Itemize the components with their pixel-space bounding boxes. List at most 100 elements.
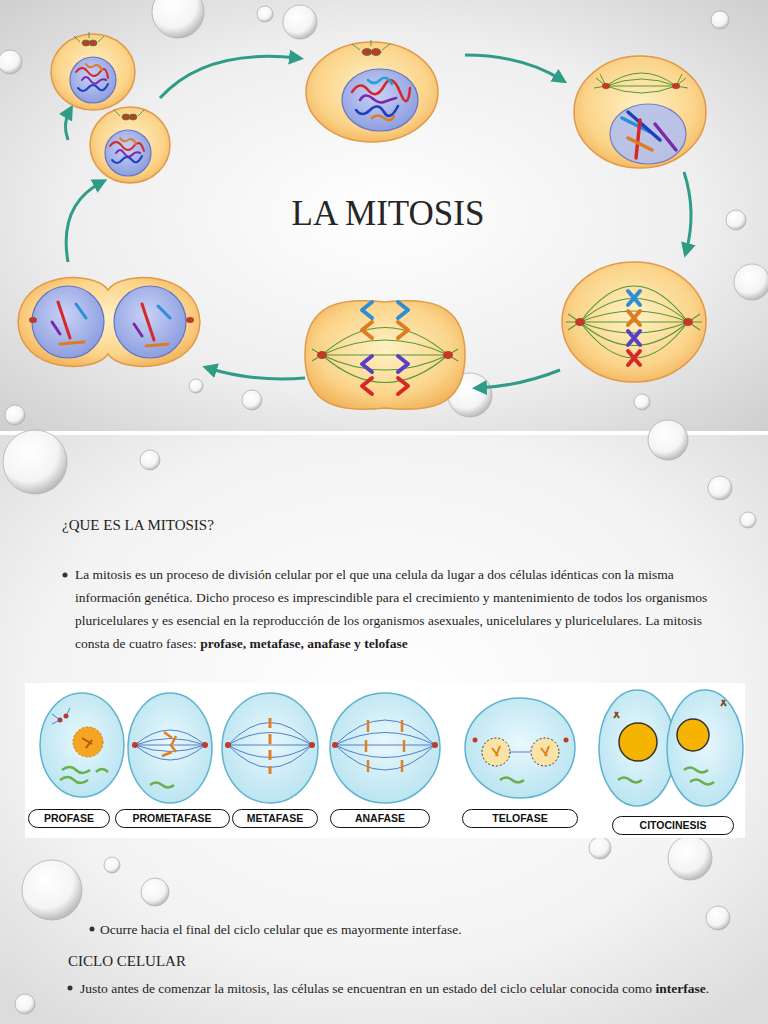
prometaphase-cell [594,74,688,88]
citocinesis-cells [667,690,743,806]
profase-cell [82,738,92,748]
centrosome [114,110,144,120]
profase-cell [60,767,108,783]
anaphase-cell [398,378,408,394]
prometafase-cell [150,783,174,788]
anaphase-cell [312,328,458,383]
telofase-cell [465,698,575,798]
water-drops [740,512,756,528]
slide-title: LA MITOSIS [208,194,568,234]
anaphase-cell [305,301,465,410]
prometafase-cell [128,693,212,803]
cycle-arrows [684,172,691,252]
telofase-cell [510,752,530,753]
water-drops [257,6,273,22]
profase-cell [73,727,103,757]
prophase-cell [352,78,410,120]
prometaphase-cell [672,83,680,89]
bullets [68,986,73,991]
interphase-cell-b [110,142,144,151]
prometaphase-cell [574,56,706,168]
anaphase-cell [362,302,372,318]
bold-text: interfase [655,981,705,996]
telophase-cells [29,317,37,323]
phase-label: METAFASE [232,809,318,828]
centrosome [371,49,381,56]
metafase-cell [269,718,272,774]
text: CICLO CELULAR [68,953,186,969]
interphase-cell-a [51,34,135,110]
anaphase-cell [362,378,372,394]
metaphase-cell [628,351,640,365]
phase-name: ANAFASE [339,812,421,825]
telophase-cells [114,286,186,358]
anaphase-cell [398,356,408,372]
centrosome [352,44,360,50]
telophase-cells [146,344,168,346]
interphase-cell-b [116,150,140,157]
metafase-cell [228,723,312,768]
metaphase-cell [562,262,706,382]
prometafase-cell [135,730,205,760]
cycle-arrows [160,56,298,98]
centrosome [74,32,104,46]
interphase-cell-a [78,84,108,91]
water-drops [22,860,82,920]
anaphase-cell [398,322,408,338]
text: ¿QUE ES LA MITOSIS? [62,517,214,533]
paragraph: Ocurre hacia el final del ciclo celular … [100,918,700,941]
metaphase-cell [628,331,640,345]
metaphase-cell [683,318,693,326]
water-drops [140,450,160,470]
prometaphase-cell [655,124,676,150]
water-drops [634,394,650,410]
profase-cell [52,708,70,724]
interphase-cell-b [105,130,151,176]
phase-name: CITOCINESIS [621,819,725,832]
metaphase-cell [580,322,688,346]
prometafase-cell [128,693,212,803]
bullets [90,927,95,932]
interphase-cell-a [86,64,102,70]
prophase-cell [368,78,392,84]
cycle-arrows [66,182,102,262]
anaphase-cell [322,354,448,355]
prometaphase-cell [628,138,652,150]
prophase-cell [372,116,394,121]
prometaphase-cell [606,86,676,87]
water-drops [189,379,203,393]
prometaphase-cell [636,120,640,158]
phase-label: PROMETAFASE [115,809,230,828]
prometafase-cell [132,742,138,748]
water-drops [283,5,317,39]
bullets [63,573,68,578]
text: . [706,981,709,996]
text: Justo antes de comenzar la mitosis, las … [80,981,652,996]
metaphase-cell [628,291,640,305]
citocinesis-cells [619,723,657,761]
telophase-cells [134,324,142,336]
water-drops [3,430,67,494]
bold-text: profase, metafase, anafase y telofase [200,636,407,651]
anaphase-cell [322,340,448,355]
centrosome [74,36,80,42]
citocinesis-cells [599,690,743,806]
telophase-cells [158,306,170,318]
anaphase-cell [317,351,327,359]
water-drops [706,906,730,930]
prometaphase-cell [594,73,688,93]
metaphase-cell [575,318,585,326]
prometafase-cell [135,730,205,760]
water-drops [152,0,204,38]
section-heading: ¿QUE ES LA MITOSIS? [62,516,482,534]
interphase-cell-b [90,107,170,183]
profase-cell [40,693,124,797]
anaphase-cell [312,349,458,361]
citocinesis-cells [618,768,714,785]
anaphase-cell [322,328,448,356]
anaphase-cell [322,355,448,383]
telophase-cells [142,304,154,340]
